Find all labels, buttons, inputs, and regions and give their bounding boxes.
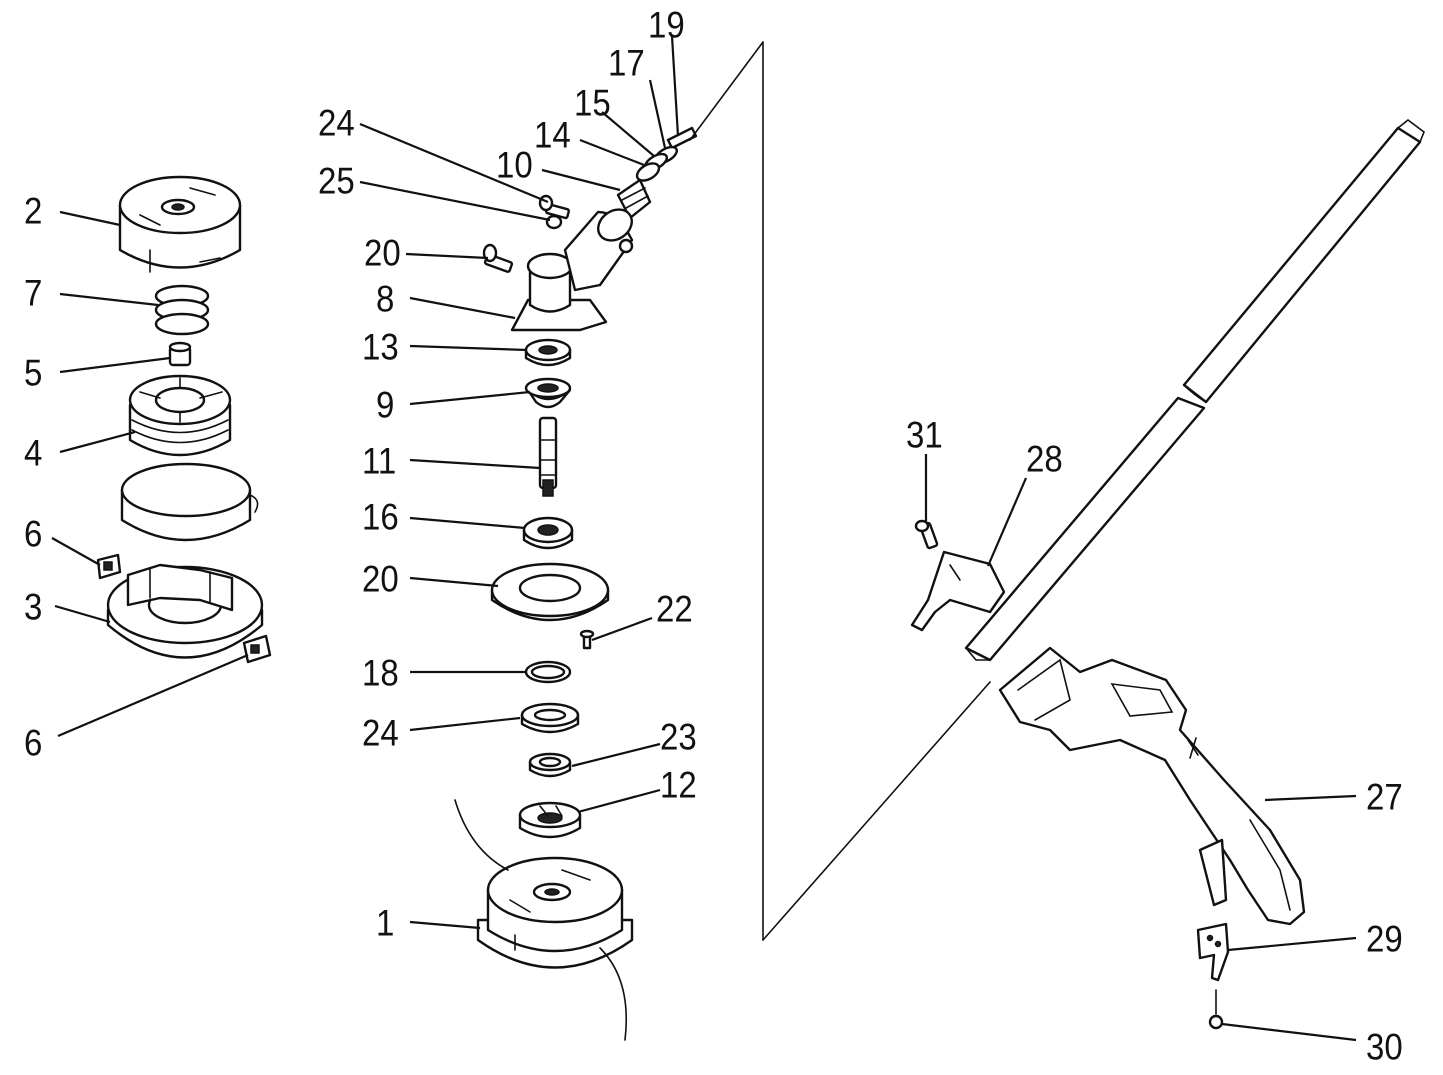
callout-1: 1 — [376, 903, 394, 944]
part-6a-clip — [96, 553, 122, 580]
part-12-retainer — [518, 801, 582, 839]
part-24-collar — [520, 702, 580, 734]
part-5-bushing — [168, 341, 192, 367]
callout-22: 22 — [656, 589, 693, 630]
callout-27: 27 — [1366, 777, 1403, 818]
callout-labels: 2 7 5 4 6 3 6 24 25 20 8 13 9 11 16 20 1… — [24, 5, 1403, 1068]
callout-9: 9 — [376, 385, 394, 426]
part-31-screw — [914, 519, 939, 550]
callout-15: 15 — [574, 83, 611, 124]
callout-12: 12 — [660, 765, 697, 806]
part-21-bolt — [482, 243, 514, 273]
callout-10: 10 — [496, 145, 533, 186]
part-23-washer — [528, 752, 572, 778]
callout-2: 2 — [24, 191, 42, 232]
part-26-bolt — [545, 214, 563, 230]
callout-7: 7 — [24, 273, 42, 314]
part-25-bolt — [538, 194, 571, 220]
callout-16: 16 — [362, 497, 399, 538]
shaft-outline — [689, 41, 1425, 941]
callout-11: 11 — [362, 441, 396, 482]
callout-30: 30 — [1366, 1027, 1403, 1068]
part-8-gear-case — [510, 208, 634, 332]
callout-17: 17 — [608, 43, 645, 84]
callout-4: 4 — [24, 433, 42, 474]
callout-14: 14 — [534, 115, 571, 156]
part-19-clip — [666, 126, 698, 150]
part-2-spool-cover — [118, 175, 242, 273]
part-6b-clip — [242, 634, 272, 664]
part-29-plate — [1196, 922, 1230, 982]
callout-26: 25 — [318, 161, 355, 202]
part-4-spool — [128, 374, 232, 457]
part-20-cover-plate — [490, 562, 610, 622]
part-27-handle — [998, 646, 1306, 926]
part-14-bearing — [635, 162, 661, 182]
callout-13: 13 — [362, 327, 399, 368]
part-1-trimmer-head — [454, 799, 634, 1041]
callout-6-lower: 6 — [24, 723, 42, 764]
callout-25: 24 — [318, 103, 355, 144]
callout-3: 3 — [24, 587, 42, 628]
callout-29: 29 — [1366, 919, 1403, 960]
callout-23: 23 — [660, 717, 697, 758]
part-11-shaft — [538, 416, 558, 497]
callout-21: 20 — [364, 233, 401, 274]
callout-31: 31 — [906, 415, 943, 456]
leader-lines — [51, 35, 1357, 1042]
part-28-handle-bracket — [910, 550, 1006, 632]
part-13-bearing — [524, 338, 572, 367]
part-22-screw — [579, 629, 595, 650]
callout-19: 19 — [648, 5, 685, 46]
callout-6-upper: 6 — [24, 514, 42, 555]
part-9-bevel-gear — [524, 377, 572, 409]
part-30-screw — [1208, 989, 1224, 1030]
part-7-spring — [154, 284, 210, 336]
callout-20: 20 — [362, 559, 399, 600]
callout-18: 18 — [362, 653, 399, 694]
part-16-bearing — [522, 516, 574, 550]
callout-8: 8 — [376, 279, 394, 320]
callout-5: 5 — [24, 353, 42, 394]
part-18-snap-ring — [524, 660, 572, 684]
part-3-spool-housing — [106, 563, 264, 659]
part-line-ring — [120, 462, 259, 542]
callout-28: 28 — [1026, 439, 1063, 480]
callout-24: 24 — [362, 713, 399, 754]
